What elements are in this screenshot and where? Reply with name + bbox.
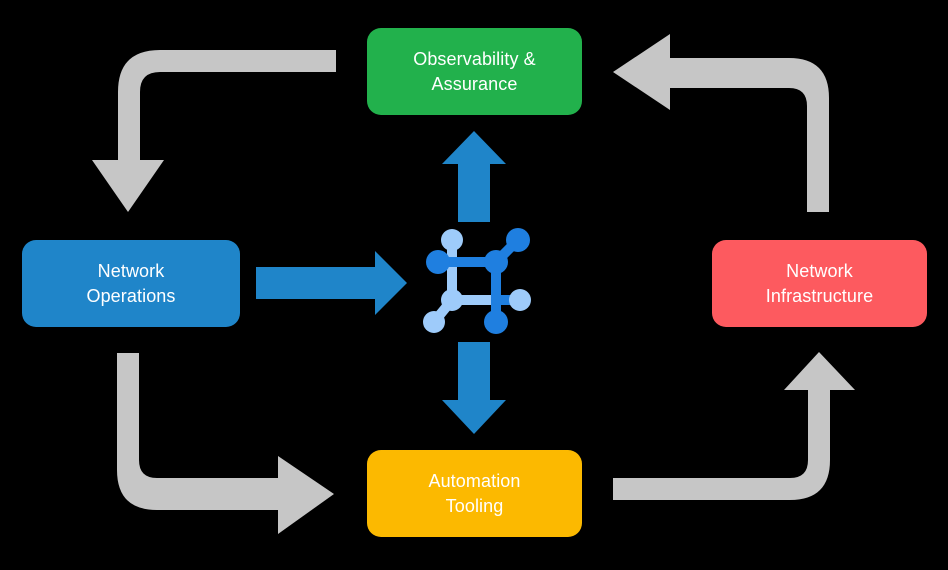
arrow-center-to-observability (442, 131, 506, 222)
arrow-network-infrastructure-to-observability (613, 34, 829, 212)
arrow-network-operations-to-automation-tooling (117, 353, 334, 534)
arrow-observability-to-network-operations (92, 50, 336, 212)
network-topology-icon (423, 228, 531, 334)
arrow-center-to-automation (442, 342, 506, 434)
arrow-network-operations-to-center (256, 251, 407, 315)
node-network-infrastructure[interactable]: Network Infrastructure (712, 240, 927, 327)
node-label-network-infrastructure: Network Infrastructure (765, 260, 874, 306)
node-label-automation-tooling: Automation Tooling (428, 470, 521, 516)
node-automation-tooling[interactable]: Automation Tooling (367, 450, 582, 537)
node-network-operations[interactable]: Network Operations (22, 240, 240, 327)
node-observability-and-assurance[interactable]: Observability & Assurance (367, 28, 582, 115)
arrow-automation-tooling-to-network-infrastructure (613, 352, 855, 500)
node-label-network-operations: Network Operations (86, 260, 176, 306)
node-label-observability: Observability & Assurance (413, 48, 536, 94)
